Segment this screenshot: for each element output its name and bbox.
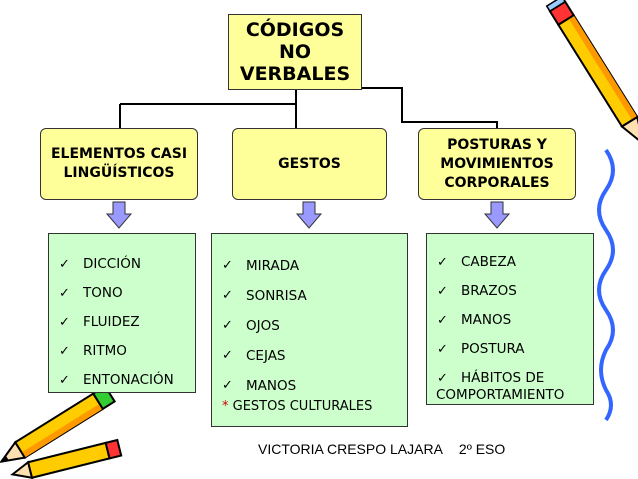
down-arrow-icon-2: [295, 201, 323, 229]
check-icon: ✓: [222, 378, 233, 393]
check-icon: ✓: [222, 258, 233, 273]
author-name: VICTORIA CRESPO LAJARA: [258, 441, 443, 457]
list-item: ✓BRAZOS: [427, 277, 593, 306]
root-label: CÓDIGOS NO VERBALES: [239, 19, 351, 85]
root-node: CÓDIGOS NO VERBALES: [228, 14, 362, 90]
pencil-icon-top-right: [545, 0, 638, 147]
down-arrows: [105, 201, 511, 229]
check-icon: ✓: [59, 344, 70, 359]
category-node-gestos: GESTOS: [232, 128, 387, 200]
check-icon: ✓: [437, 255, 448, 270]
category-node-elementos: ELEMENTOS CASI LINGÜÍSTICOS: [40, 128, 198, 200]
category-label: ELEMENTOS CASI LINGÜÍSTICOS: [50, 146, 188, 181]
check-icon: ✓: [59, 257, 70, 272]
category-label: GESTOS: [278, 155, 341, 172]
connector-lines: [119, 87, 498, 128]
grade-label: 2º ESO: [458, 441, 506, 457]
list-item: ✓FLUIDEZ: [49, 308, 195, 337]
category-node-posturas: POSTURAS Y MOVIMIENTOS CORPORALES: [418, 128, 576, 200]
footer-credit: VICTORIA CRESPO LAJARA 2º ESO: [258, 441, 505, 457]
blue-squiggle-decoration: [597, 148, 615, 422]
list-item: ✓CABEZA: [427, 248, 593, 277]
list-item: ✓MIRADA: [212, 251, 407, 281]
down-arrow-icon-3: [483, 201, 511, 229]
list-item: ✓RITMO: [49, 337, 195, 366]
check-icon: ✓: [59, 373, 70, 388]
list-item: ✓MANOS: [427, 306, 593, 335]
connector-to-cat3: [362, 87, 498, 128]
list-item: ✓CEJAS: [212, 341, 407, 371]
check-icon: ✓: [437, 342, 448, 357]
check-icon: ✓: [222, 348, 233, 363]
pencil-icon-bottom-left: [0, 384, 117, 464]
down-arrow-icon-1: [105, 201, 133, 229]
check-icon: ✓: [437, 284, 448, 299]
list-box-elementos: ✓DICCIÓN ✓TONO ✓FLUIDEZ ✓RITMO ✓ENTONACI…: [48, 233, 196, 393]
list-item: ✓DICCIÓN: [49, 250, 195, 279]
list-box-posturas: ✓CABEZA ✓BRAZOS ✓MANOS ✓POSTURA ✓HÁBITOS…: [426, 233, 594, 405]
list-item: ✓MANOS: [212, 371, 407, 401]
list-item: ✓POSTURA: [427, 335, 593, 364]
list-item: ✓SONRISA: [212, 281, 407, 311]
gestos-culturales-note: * GESTOS CULTURALES: [222, 399, 373, 414]
check-icon: ✓: [437, 371, 448, 386]
list-item: ✓ENTONACIÓN: [49, 366, 195, 395]
pencil-icon-bottom-left-second: [10, 438, 123, 479]
list-item: ✓OJOS: [212, 311, 407, 341]
check-icon: ✓: [59, 315, 70, 330]
list-box-gestos: ✓MIRADA ✓SONRISA ✓OJOS ✓CEJAS ✓MANOS * G…: [211, 233, 408, 427]
category-label: POSTURAS Y MOVIMIENTOS CORPORALES: [440, 136, 554, 191]
list-item: ✓TONO: [49, 279, 195, 308]
check-icon: ✓: [437, 313, 448, 328]
check-icon: ✓: [59, 286, 70, 301]
check-icon: ✓: [222, 318, 233, 333]
check-icon: ✓: [222, 288, 233, 303]
asterisk-marker: *: [222, 399, 229, 414]
